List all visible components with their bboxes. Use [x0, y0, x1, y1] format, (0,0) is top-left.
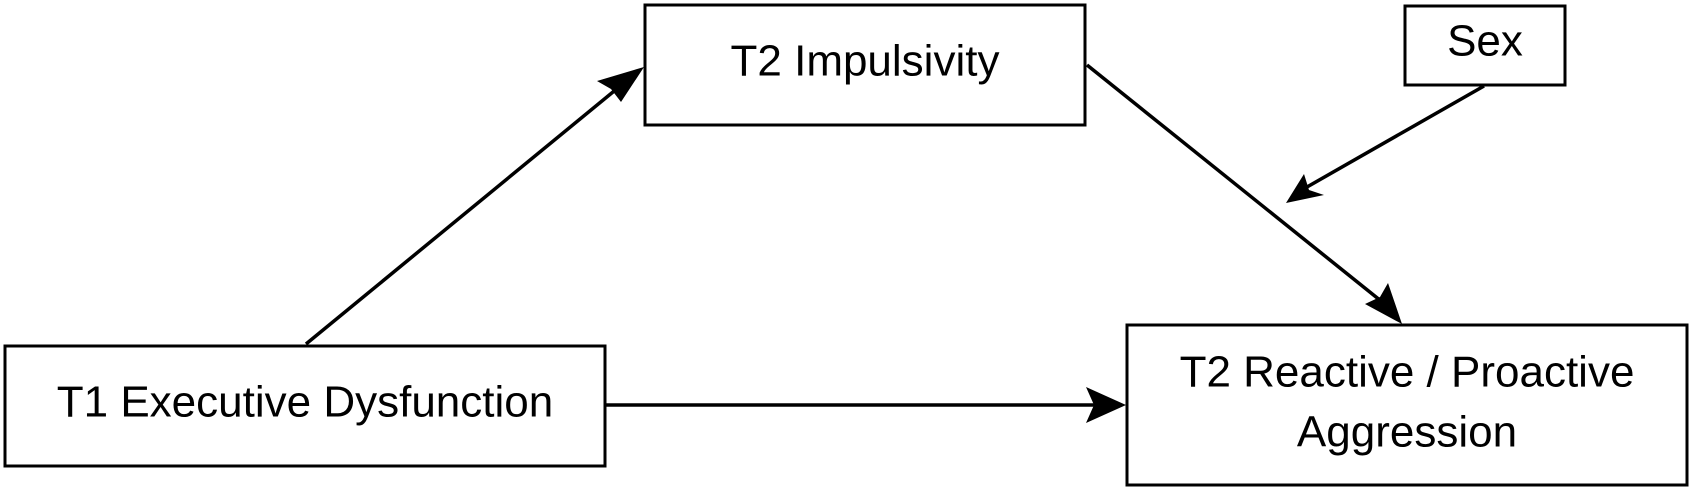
edge-impulsivity-to-aggression: [1085, 63, 1388, 307]
edges: [304, 63, 1485, 423]
node-box-sex: [1403, 4, 1567, 87]
node-box-t1-executive-dysfunction: [3, 344, 607, 468]
node-label-t2-impulsivity: T2 Impulsivity: [731, 37, 1000, 86]
edge-t1-to-impulsivity: [304, 76, 632, 346]
node-label-t2-aggression-line-1: T2 Reactive / Proactive: [1180, 348, 1635, 397]
arrow-head-aggression-from-t1: [1086, 387, 1126, 423]
arrow-head-aggression-from-impulsivity: [1365, 283, 1402, 324]
node-box-t2-impulsivity: [643, 3, 1087, 127]
arrow-head-impulsivity: [597, 67, 644, 102]
node-box-t2-aggression: [1125, 323, 1689, 487]
node-t2-aggression: T2 Reactive / Proactive Aggression: [1125, 323, 1689, 487]
node-t1-executive-dysfunction: T1 Executive Dysfunction: [3, 344, 607, 468]
node-label-sex: Sex: [1447, 17, 1523, 66]
edge-sex-moderation: [1299, 84, 1485, 193]
node-label-t2-aggression-line-2: Aggression: [1297, 408, 1517, 457]
node-t2-impulsivity: T2 Impulsivity: [643, 3, 1087, 127]
arrow-head-moderation: [1286, 174, 1324, 203]
node-label-t1-executive-dysfunction: T1 Executive Dysfunction: [57, 378, 553, 427]
node-sex: Sex: [1403, 4, 1567, 87]
